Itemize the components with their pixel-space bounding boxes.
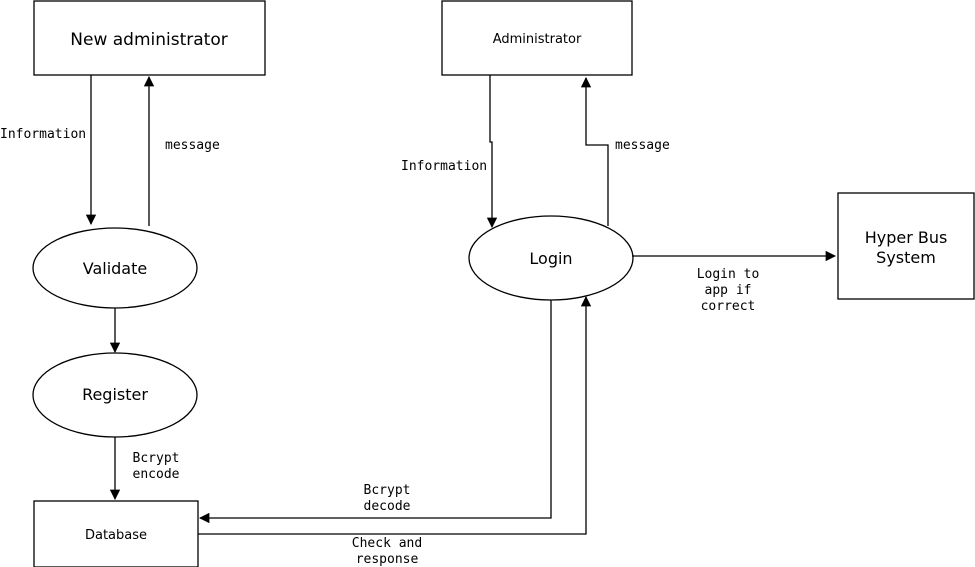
new-administrator-box [33, 0, 266, 76]
new-administrator-label: New administrator [70, 30, 227, 50]
check-response-label-2: response [356, 552, 419, 567]
database-label: Database [85, 528, 147, 543]
message-label-left: message [165, 138, 220, 153]
bcrypt-decode-label-1: Bcrypt [364, 483, 411, 498]
login-to-app-label-2: app if [705, 283, 752, 298]
message-label-right: message [615, 138, 670, 153]
login-label: Login [529, 249, 572, 268]
information-label-left: Information [0, 127, 86, 142]
system-label: System [876, 248, 936, 267]
hyper-bus-label: Hyper Bus [865, 228, 948, 247]
message-arrow-right [580, 76, 609, 226]
login-to-app-label-1: Login to [697, 267, 760, 282]
login-to-app-label-3: correct [701, 299, 756, 314]
hyper-bus-system-box [837, 192, 975, 300]
check-response-label-1: Check and [352, 536, 422, 551]
validate-label: Validate [83, 259, 147, 278]
information-arrow-right [486, 75, 498, 229]
information-label-right: Information [401, 159, 487, 174]
check-and-response-arrow [198, 295, 592, 535]
register-label: Register [82, 385, 148, 404]
administrator-box [441, 0, 633, 76]
bcrypt-decode-label-2: decode [364, 499, 411, 514]
bcrypt-encode-label-1: Bcrypt [133, 451, 180, 466]
bcrypt-decode-arrow [198, 300, 552, 524]
bcrypt-encode-label-2: encode [133, 467, 180, 482]
administrator-label: Administrator [493, 32, 582, 47]
